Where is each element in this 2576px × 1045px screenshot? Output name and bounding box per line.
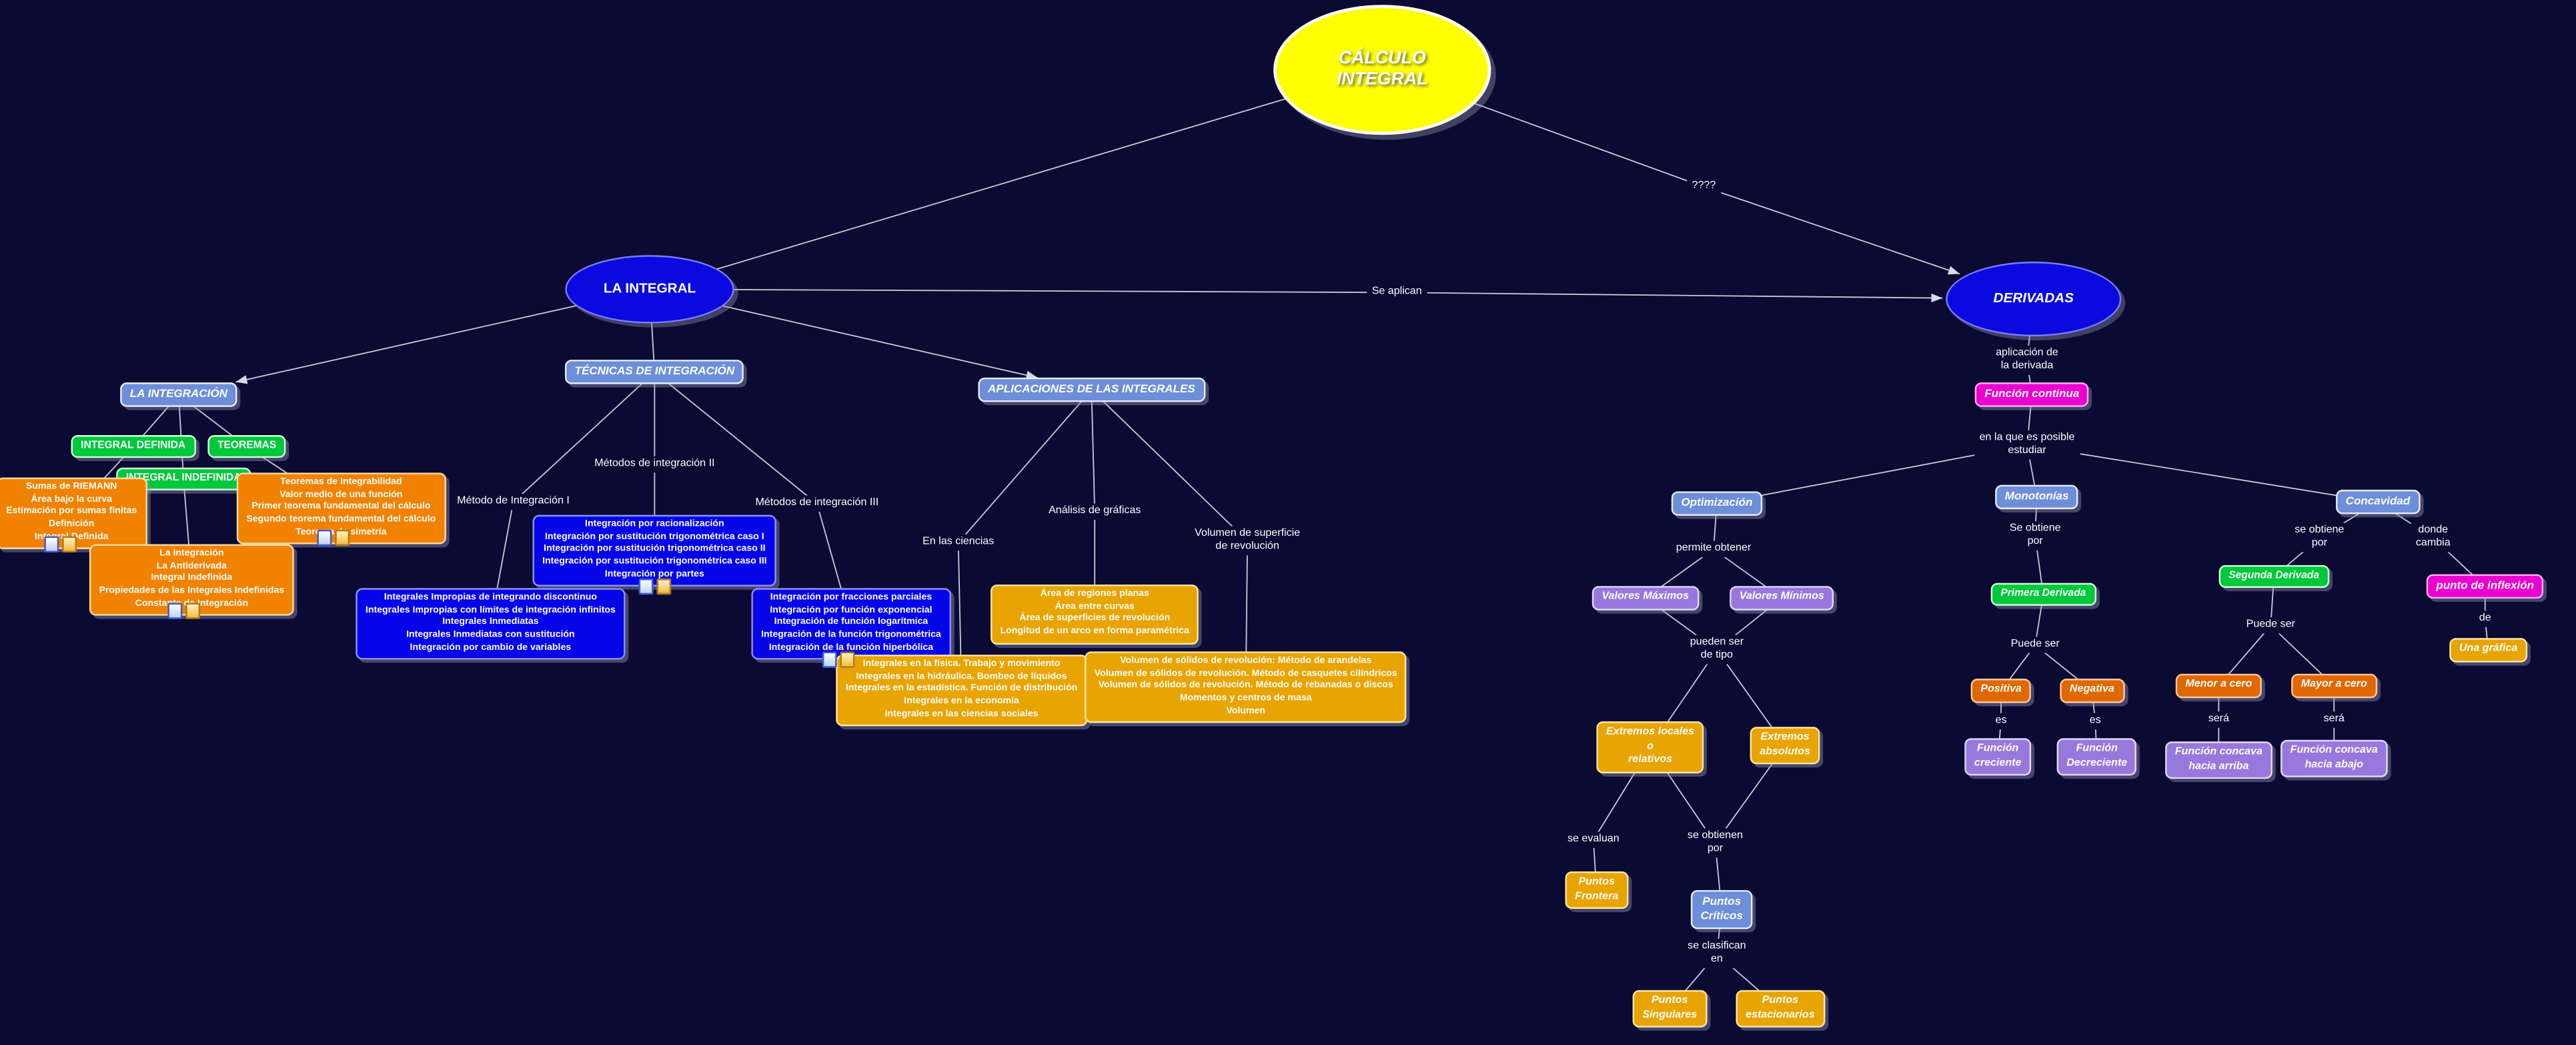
concept-segunda-derivada[interactable]: Segunda Derivada bbox=[2218, 565, 2329, 589]
link-phrase-se-obtienen[interactable]: se obtienen por bbox=[1682, 828, 1748, 859]
resource-icon-group-4 bbox=[638, 578, 671, 595]
document-resource-icon[interactable] bbox=[638, 578, 654, 595]
concept-valores-max[interactable]: Valores Máximos bbox=[1591, 586, 1699, 611]
concept-la-integracion[interactable]: LA INTEGRACIÓN bbox=[120, 382, 237, 408]
concept-puntos-singulares[interactable]: Puntos Singulares bbox=[1632, 990, 1707, 1028]
link-phrase-metodos-iii[interactable]: Métodos de integración III bbox=[750, 495, 884, 512]
concept-concavidad[interactable]: Concavidad bbox=[2336, 489, 2420, 514]
web-resource-icon[interactable] bbox=[334, 529, 349, 547]
resource-icon-group-5 bbox=[822, 651, 854, 668]
edge-q-derivadas bbox=[1704, 186, 1960, 275]
resource-icon-group-3 bbox=[167, 603, 199, 619]
concept-funcion-creciente[interactable]: Función creciente bbox=[1964, 738, 2032, 777]
concept-integrales-ciencias[interactable]: Integrales en la física. Trabajo y movim… bbox=[836, 655, 1087, 727]
link-phrase-q[interactable]: ???? bbox=[1687, 178, 1721, 196]
link-phrase-analisis-graficas[interactable]: Análisis de gráficas bbox=[1043, 503, 1146, 520]
edge-tecnicas-metodo-i bbox=[512, 371, 655, 503]
edge-tecnicas-metodos-iii bbox=[654, 371, 818, 504]
link-phrase-pueden-ser[interactable]: pueden ser de tipo bbox=[1685, 635, 1749, 665]
link-phrase-sera-2[interactable]: será bbox=[2319, 711, 2350, 729]
concept-la-integral[interactable]: LA INTEGRAL bbox=[565, 255, 734, 324]
web-resource-icon[interactable] bbox=[656, 578, 671, 595]
concept-tecnicas[interactable]: TÉCNICAS DE INTEGRACIÓN bbox=[564, 360, 744, 385]
concept-derivadas[interactable]: DERIVADAS bbox=[1946, 262, 2122, 337]
concept-punto-inflexion[interactable]: punto de inflexión bbox=[2426, 574, 2544, 599]
concept-funcion-continua[interactable]: Función continua bbox=[1974, 382, 2089, 408]
concept-puntos-frontera[interactable]: Puntos Frontera bbox=[1565, 871, 1628, 910]
edge-aplicaciones-analisis-graficas bbox=[1091, 390, 1096, 512]
link-phrase-volumen-sup[interactable]: Volumen de superficie de revolución bbox=[1189, 526, 1305, 557]
link-phrase-en-ciencias[interactable]: En las ciencias bbox=[917, 534, 999, 551]
web-resource-icon[interactable] bbox=[184, 603, 199, 619]
edge-posible-estudiar-concavidad bbox=[2026, 444, 2379, 503]
link-phrase-se-obtiene-m[interactable]: Se obtiene por bbox=[2004, 521, 2066, 552]
link-phrase-metodo-i[interactable]: Método de Integración I bbox=[452, 493, 575, 510]
concept-concava-arriba[interactable]: Función concava hacia arriba bbox=[2165, 741, 2273, 780]
link-phrase-metodos-ii[interactable]: Métodos de integración II bbox=[589, 456, 720, 473]
concept-funcion-decreciente[interactable]: Función Decreciente bbox=[2056, 738, 2137, 777]
concept-concava-abajo[interactable]: Función concava hacia abajo bbox=[2281, 739, 2388, 778]
concept-extremos-absolutos[interactable]: Extremos absolutos bbox=[1750, 727, 1820, 765]
link-phrase-se-clasifican[interactable]: se clasifican en bbox=[1682, 938, 1751, 969]
resource-icon-group-2 bbox=[317, 529, 349, 547]
concept-area-regiones[interactable]: Área de regiones planas Área entre curva… bbox=[991, 584, 1199, 644]
edge-se-aplican-derivadas bbox=[1397, 292, 1943, 303]
link-phrase-puede-ser-c[interactable]: Puede ser bbox=[2241, 617, 2301, 634]
concept-monotonias[interactable]: Monotonías bbox=[1995, 484, 2079, 510]
link-phrase-se-obtiene-c[interactable]: se obtiene por bbox=[2289, 522, 2349, 553]
link-phrase-es-2[interactable]: es bbox=[2084, 713, 2106, 730]
link-phrase-permite-obtener[interactable]: permite obtener bbox=[1671, 541, 1756, 558]
concept-primera-derivada[interactable]: Primera Derivada bbox=[1990, 583, 2096, 607]
concept-mayor-cero[interactable]: Mayor a cero bbox=[2291, 673, 2377, 698]
edge-calc-la-integral bbox=[649, 69, 1383, 290]
link-phrase-puede-ser-m[interactable]: Puede ser bbox=[2006, 637, 2065, 654]
document-resource-icon[interactable] bbox=[44, 536, 59, 553]
concept-blue-i[interactable]: Integrales Impropias de integrando disco… bbox=[356, 588, 626, 660]
link-phrase-sera-1[interactable]: será bbox=[2203, 711, 2234, 729]
web-resource-icon[interactable] bbox=[61, 536, 76, 553]
concept-integral-definida[interactable]: INTEGRAL DEFINIDA bbox=[71, 435, 195, 459]
web-resource-icon[interactable] bbox=[839, 651, 854, 668]
edge-la-integral-se-aplican bbox=[650, 288, 1397, 294]
concept-menor-cero[interactable]: Menor a cero bbox=[2175, 673, 2262, 698]
concept-aplicaciones[interactable]: APLICACIONES DE LAS INTEGRALES bbox=[978, 377, 1205, 402]
document-resource-icon[interactable] bbox=[317, 529, 332, 547]
concept-teoremas[interactable]: TEOREMAS bbox=[207, 435, 286, 459]
concept-blue-iii[interactable]: Integración por fracciones parciales Int… bbox=[751, 588, 951, 660]
link-phrase-de[interactable]: de bbox=[2474, 611, 2496, 628]
link-phrase-se-evaluan[interactable]: se evaluan bbox=[1562, 831, 1624, 849]
link-phrase-donde-cambia[interactable]: donde cambia bbox=[2411, 522, 2455, 553]
link-phrase-posible-estudiar[interactable]: en la que es posible estudiar bbox=[1974, 430, 2080, 460]
document-resource-icon[interactable] bbox=[822, 651, 837, 668]
concept-volumen-solidos[interactable]: Volumen de sólidos de revolución: Método… bbox=[1085, 651, 1407, 723]
concept-extremos-locales[interactable]: Extremos locales o relativos bbox=[1596, 721, 1704, 774]
edge-aplicaciones-en-ciencias bbox=[958, 389, 1093, 543]
concept-puntos-criticos[interactable]: Puntos Críticos bbox=[1690, 890, 1753, 930]
document-resource-icon[interactable] bbox=[167, 603, 183, 619]
concept-optimizacion[interactable]: Optimización bbox=[1671, 491, 1763, 516]
link-phrase-se-aplican[interactable]: Se aplican bbox=[1367, 284, 1427, 301]
concept-una-grafica[interactable]: Una gráfica bbox=[2449, 638, 2527, 662]
link-phrase-aplicacion-derivada[interactable]: aplicación de la derivada bbox=[1990, 346, 2064, 376]
concept-positiva[interactable]: Positiva bbox=[1970, 679, 2032, 703]
concept-valores-min[interactable]: Valores Mínimos bbox=[1730, 586, 1834, 611]
concept-puntos-estacionarios[interactable]: Puntos estacionarios bbox=[1736, 990, 1825, 1028]
edge-aplicaciones-volumen-sup bbox=[1091, 389, 1248, 542]
resource-icon-group-1 bbox=[44, 536, 76, 553]
concept-blue-ii[interactable]: Integración por racionalización Integrac… bbox=[532, 514, 777, 587]
concept-calc[interactable]: CÁLCULO INTEGRAL bbox=[1273, 5, 1491, 135]
link-phrase-es-1[interactable]: es bbox=[1990, 713, 2012, 730]
concept-negativa[interactable]: Negativa bbox=[2060, 679, 2124, 703]
